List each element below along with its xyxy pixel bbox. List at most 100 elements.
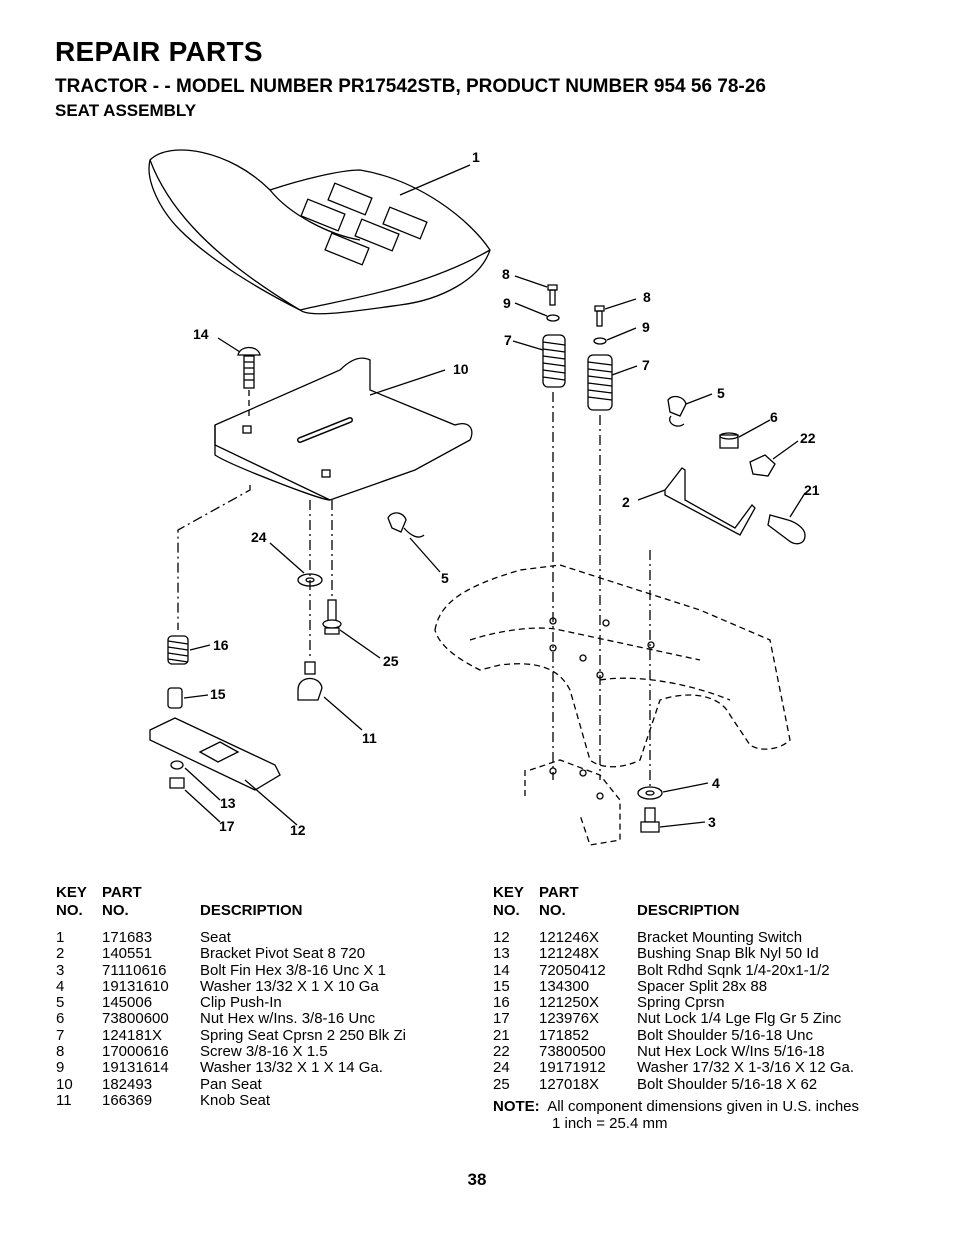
note-line-2: 1 inch = 25.4 mm [552,1115,668,1132]
table-row: 13 121248X Bushing Snap Blk Nyl 50 Id [493,946,913,962]
part-number: 17000616 [102,1043,169,1061]
callout-17: 17 [219,818,235,834]
part-number: 134300 [539,977,590,995]
header-part: PART [539,884,579,901]
page-title: REPAIR PARTS [55,36,263,67]
part-key: 17 [493,1010,510,1028]
callout-8a: 8 [502,266,510,282]
callout-16: 16 [213,637,229,653]
callout-10: 10 [453,361,469,377]
header-part-no: NO. [102,902,129,919]
seat-part [148,149,491,315]
note-label: NOTE: [493,1098,540,1115]
part-key: 3 [56,961,65,979]
part-description: Bolt Fin Hex 3/8-16 Unc X 1 [200,961,386,979]
part-number: 124181X [102,1026,163,1044]
callout-6: 6 [770,409,778,425]
part-key: 24 [493,1059,510,1077]
part-description: Washer 13/32 X 1 X 14 Ga. [200,1059,383,1077]
part-key: 25 [493,1075,510,1093]
part-description: Bushing Snap Blk Nyl 50 Id [637,945,819,963]
part-key: 22 [493,1043,510,1061]
callout-25: 25 [383,653,399,669]
part-description: Knob Seat [200,1091,271,1109]
section-title: SEAT ASSEMBLY [55,101,197,120]
part-description: Bolt Shoulder 5/16-18 X 62 [637,1075,818,1093]
part-description: Nut Hex w/Ins. 3/8-16 Unc [200,1010,376,1028]
part-description: Spring Seat Cprsn 2 250 Blk Zi [200,1026,406,1044]
part-key: 6 [56,1010,65,1028]
seat-assembly-diagram: 1 8 9 8 9 7 7 14 10 5 6 22 2 21 24 5 16 … [148,149,820,846]
part-number: 121250X [539,994,600,1012]
part-description: Nut Hex Lock W/Ins 5/16-18 [637,1043,825,1061]
callout-21: 21 [804,482,820,498]
callout-9b: 9 [642,319,650,335]
dimension-note: NOTE: All component dimensions given in … [493,1098,859,1132]
part-number: 19131610 [102,977,169,995]
callout-15: 15 [210,686,226,702]
table-row: 8 17000616 Screw 3/8-16 X 1.5 [56,1044,456,1060]
callout-5a: 5 [717,385,725,401]
callout-1: 1 [472,149,480,165]
spring-7-left [542,334,566,388]
callout-7b: 7 [642,357,650,373]
part-key: 5 [56,994,65,1012]
part-description: Bracket Pivot Seat 8 720 [200,945,366,963]
part-description: Spacer Split 28x 88 [637,977,768,995]
table-header: KEY NO. PART NO. DESCRIPTION [493,884,913,920]
part-key: 14 [493,961,510,979]
part-description: Bolt Rdhd Sqnk 1/4-20x1-1/2 [637,961,830,979]
table-header: KEY NO. PART NO. DESCRIPTION [56,884,456,920]
part-key: 11 [56,1091,72,1109]
part-number: 182493 [102,1075,153,1093]
part-key: 1 [56,929,65,946]
part-description: Washer 17/32 X 1-3/16 X 12 Ga. [637,1059,855,1077]
part-description: Clip Push-In [200,994,282,1012]
part-key: 10 [56,1075,73,1093]
part-key: 8 [56,1043,65,1061]
header-description: DESCRIPTION [637,902,740,919]
part-key: 15 [493,977,510,995]
tractor-frame-outline [434,564,791,846]
part-number: 73800500 [539,1043,606,1061]
callout-9a: 9 [503,295,511,311]
part-number: 121248X [539,945,600,963]
part-number: 145006 [102,994,153,1012]
table-row: 10 182493 Pan Seat [56,1075,456,1093]
part-key: 2 [56,945,65,963]
part-number: 73800600 [102,1010,169,1028]
part-key: 16 [493,994,510,1012]
header-key: KEY [56,884,87,901]
part-key: 13 [493,945,510,963]
note-line-1: All component dimensions given in U.S. i… [547,1098,860,1115]
table-row: 3 71110616 Bolt Fin Hex 3/8-16 Unc X 1 [56,961,456,979]
callout-5b: 5 [441,570,449,586]
callout-7a: 7 [504,332,512,348]
part-number: 121246X [539,929,600,946]
part-number: 140551 [102,945,153,963]
part-number: 123976X [539,1010,600,1028]
table-row: 15 134300 Spacer Split 28x 88 [493,977,913,995]
callout-2: 2 [622,494,630,510]
part-number: 71110616 [102,961,167,979]
part-number: 171852 [539,1026,590,1044]
callout-13: 13 [220,795,236,811]
part-description: Bolt Shoulder 5/16-18 Unc [637,1026,813,1044]
header-key: KEY [493,884,524,901]
part-description: Pan Seat [200,1075,262,1093]
header-part: PART [102,884,142,901]
part-description: Screw 3/8-16 X 1.5 [200,1043,328,1061]
seat-pan-part [214,357,473,501]
part-description: Seat [200,929,231,946]
